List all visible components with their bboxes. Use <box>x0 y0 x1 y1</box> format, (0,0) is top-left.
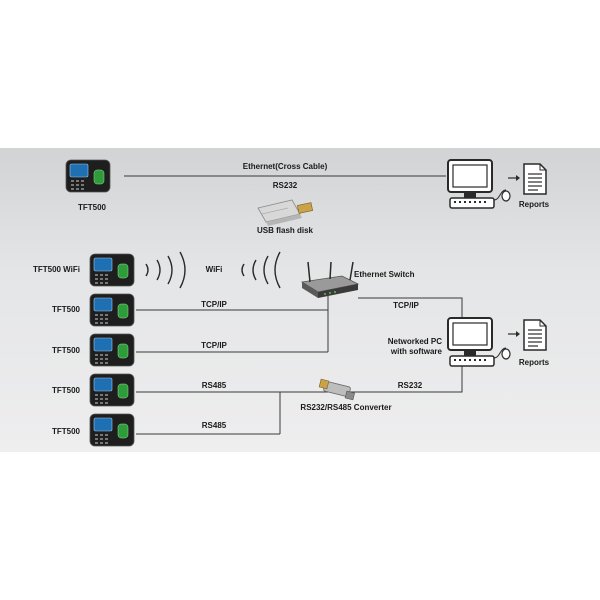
reports-top-label: Reports <box>518 200 550 209</box>
tft500-row4-terminal-icon <box>89 373 135 407</box>
networked-pc-label: Networked PC <box>387 337 442 346</box>
tft500-top-terminal-icon <box>65 159 111 193</box>
serial-converter-icon <box>318 378 355 401</box>
usb-flash-disk-icon <box>257 199 314 226</box>
tft500-row4-label: TFT500 <box>51 386 80 395</box>
rs485-row4-label: RS485 <box>201 381 227 390</box>
tft500-row3-label: TFT500 <box>51 346 80 355</box>
tft500-row5-terminal-icon <box>89 413 135 447</box>
tcpip-row3-label: TCP/IP <box>201 341 227 350</box>
top-report-document-icon <box>523 163 547 195</box>
converter-to-pc-line <box>350 366 463 393</box>
tcpip-switch-pc-label: TCP/IP <box>393 301 419 310</box>
tft500-top-label: TFT500 <box>77 203 107 212</box>
top-arrow-icon <box>507 174 521 182</box>
networked-pc-software-label: with software <box>390 347 442 356</box>
converter-label: RS232/RS485 Converter <box>300 403 392 412</box>
tft500-row5-label: TFT500 <box>51 427 80 436</box>
tcpip-row2-label: TCP/IP <box>201 300 227 309</box>
tft500-wifi-terminal-icon <box>89 253 135 287</box>
wifi-label: WiFi <box>205 265 223 274</box>
ethernet-cross-cable-label: Ethernet(Cross Cable) <box>242 162 328 171</box>
switch-to-pc-line <box>358 297 463 318</box>
wifi-waves-icon <box>145 251 281 289</box>
networked-pc-computer-icon <box>447 317 511 367</box>
tft500-row2-terminal-icon <box>89 293 135 327</box>
top-computer-icon <box>447 159 511 209</box>
tft500-wifi-label: TFT500 WiFi <box>32 265 80 274</box>
rs232-top-label: RS232 <box>272 181 298 190</box>
bottom-arrow-icon <box>507 330 521 338</box>
rs485-row5-label: RS485 <box>201 421 227 430</box>
tft500-row3-terminal-icon <box>89 333 135 367</box>
bottom-report-document-icon <box>523 319 547 351</box>
usb-flash-disk-label: USB flash disk <box>256 226 314 235</box>
rs232-bottom-label: RS232 <box>397 381 423 390</box>
ethernet-switch-label: Ethernet Switch <box>354 270 415 279</box>
reports-bottom-label: Reports <box>518 358 550 367</box>
tft500-row2-label: TFT500 <box>51 305 80 314</box>
router-icon <box>300 261 360 298</box>
